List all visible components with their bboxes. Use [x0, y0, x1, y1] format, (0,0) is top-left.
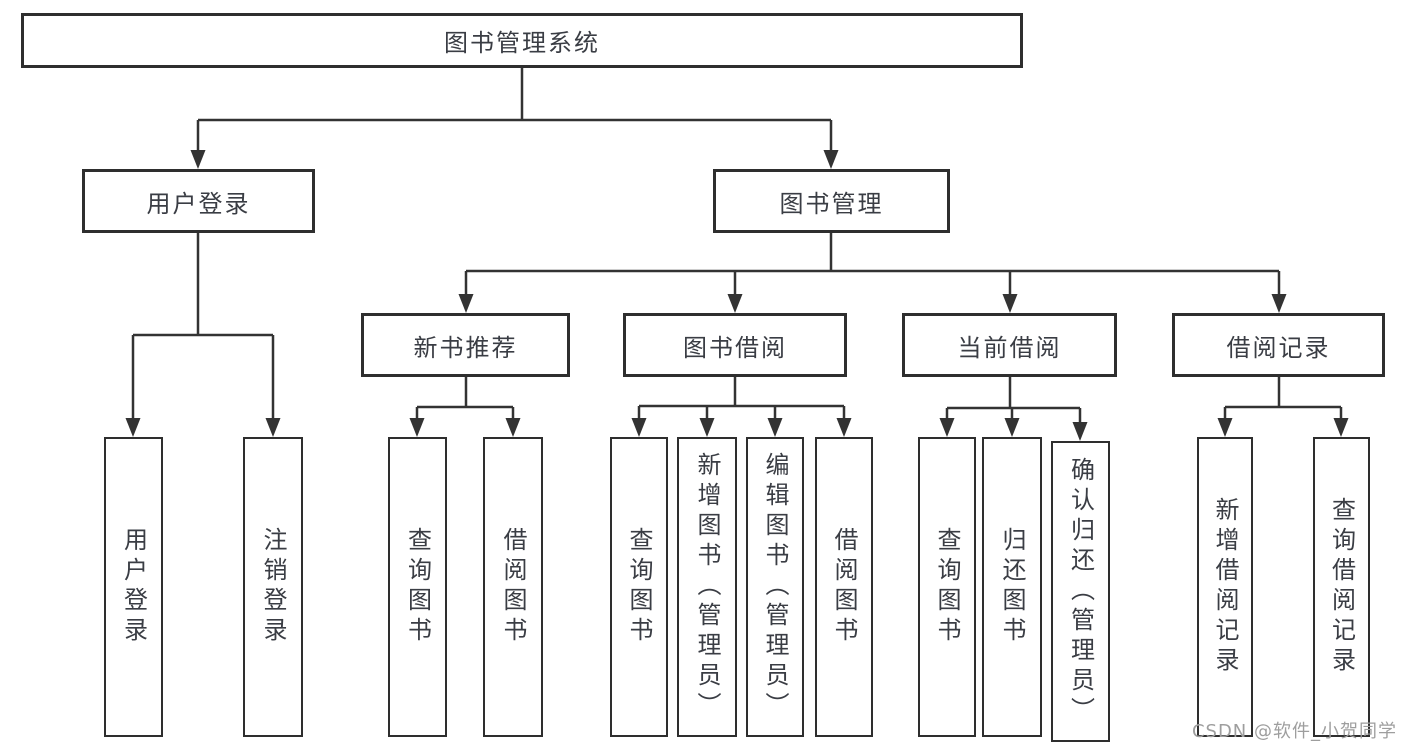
- arrowhead: [836, 418, 852, 437]
- arrowhead: [190, 150, 206, 169]
- connector-line: [417, 377, 513, 409]
- leaf-user-login: 用户登录: [104, 437, 163, 737]
- node-borrow-records-label: 借阅记录: [1226, 333, 1331, 362]
- arrowhead: [631, 418, 647, 437]
- leaf-records-query: 查询借阅记录: [1313, 437, 1370, 737]
- leaf-borrow-edit-label: 编辑图书（管理员）: [761, 452, 789, 722]
- leaf-records-add-label: 新增借阅记录: [1211, 497, 1239, 677]
- arrowhead: [1217, 418, 1233, 437]
- arrowhead: [458, 294, 474, 313]
- node-book-borrow: 图书借阅: [623, 313, 847, 377]
- node-current-borrow: 当前借阅: [902, 313, 1117, 377]
- leaf-new-book-borrow: 借阅图书: [483, 437, 543, 737]
- leaf-logout: 注销登录: [243, 437, 303, 737]
- arrowhead: [1004, 418, 1020, 437]
- leaf-borrow-do: 借阅图书: [815, 437, 873, 737]
- leaf-new-book-query: 查询图书: [388, 437, 447, 737]
- node-root-label: 图书管理系统: [444, 29, 600, 57]
- node-user-login-label: 用户登录: [146, 189, 251, 218]
- arrowhead: [1271, 294, 1287, 313]
- leaf-borrow-edit: 编辑图书（管理员）: [746, 437, 804, 737]
- arrowhead: [265, 418, 281, 437]
- edges-records: [1217, 377, 1349, 437]
- watermark: CSDN @软件_小贺同学: [1191, 721, 1397, 742]
- connector-line: [639, 377, 844, 408]
- arrowhead: [409, 418, 425, 437]
- leaf-borrow-do-label: 借阅图书: [830, 527, 858, 647]
- leaf-current-confirm-label: 确认归还（管理员）: [1066, 456, 1095, 727]
- leaf-borrow-query-label: 查询图书: [625, 527, 653, 647]
- leaf-user-login-label: 用户登录: [119, 527, 148, 647]
- arrowhead: [505, 418, 521, 437]
- leaf-records-query-label: 查询借阅记录: [1327, 497, 1356, 677]
- node-book-mgmt: 图书管理: [713, 169, 950, 233]
- leaf-current-return-label: 归还图书: [998, 527, 1026, 647]
- edges-root: [190, 68, 839, 169]
- node-new-book-rec: 新书推荐: [361, 313, 570, 377]
- leaf-logout-label: 注销登录: [259, 527, 287, 647]
- arrowhead: [939, 418, 955, 437]
- arrowhead: [1072, 422, 1088, 441]
- edges-current: [939, 377, 1088, 441]
- edges-borrow: [631, 377, 852, 437]
- node-borrow-records: 借阅记录: [1172, 313, 1385, 377]
- arrowhead: [125, 418, 141, 437]
- leaf-borrow-query: 查询图书: [610, 437, 668, 737]
- leaf-current-return: 归还图书: [982, 437, 1042, 737]
- leaf-new-book-borrow-label: 借阅图书: [499, 527, 527, 647]
- edges-book-mgmt: [458, 233, 1287, 313]
- leaf-current-confirm: 确认归还（管理员）: [1051, 441, 1110, 742]
- arrowhead: [1002, 294, 1018, 313]
- connector-line: [198, 68, 831, 122]
- leaf-borrow-add: 新增图书（管理员）: [677, 437, 737, 737]
- arrowhead: [1333, 418, 1349, 437]
- leaf-current-query-label: 查询图书: [933, 527, 961, 647]
- connector-line: [1225, 377, 1341, 409]
- node-book-borrow-label: 图书借阅: [683, 333, 787, 362]
- node-current-borrow-label: 当前借阅: [957, 333, 1062, 362]
- arrowhead: [767, 418, 783, 437]
- node-book-mgmt-label: 图书管理: [779, 189, 884, 218]
- connector-line: [466, 233, 1279, 273]
- leaf-current-query: 查询图书: [918, 437, 976, 737]
- connector-line: [133, 233, 273, 337]
- edges-new-book: [409, 377, 521, 437]
- node-new-book-rec-label: 新书推荐: [413, 333, 518, 362]
- leaf-records-add: 新增借阅记录: [1197, 437, 1253, 737]
- leaf-new-book-query-label: 查询图书: [403, 527, 432, 647]
- arrowhead: [727, 294, 743, 313]
- arrowhead: [823, 150, 839, 169]
- node-root: 图书管理系统: [21, 13, 1023, 68]
- connector-line: [947, 377, 1080, 410]
- leaf-borrow-add-label: 新增图书（管理员）: [693, 452, 721, 722]
- arrowhead: [699, 418, 715, 437]
- edges-user-login: [125, 233, 281, 437]
- node-user-login: 用户登录: [82, 169, 315, 233]
